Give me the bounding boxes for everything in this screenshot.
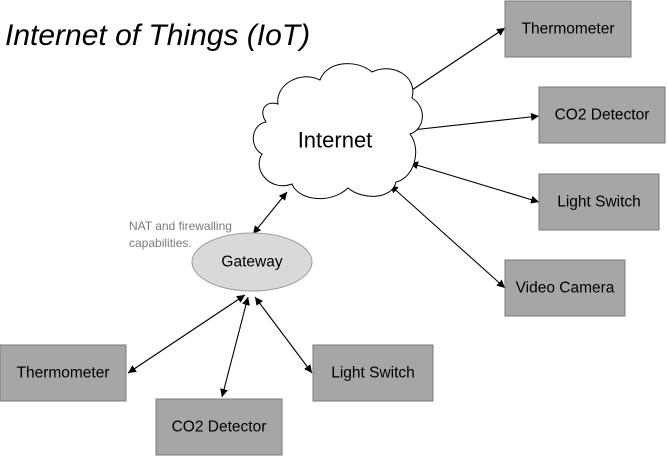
device-label: Light Switch: [557, 194, 641, 211]
cloud-icon: [252, 63, 423, 200]
device-label: CO2 Detector: [172, 419, 267, 436]
connectors: [127, 27, 540, 398]
device-label: Thermometer: [16, 365, 109, 382]
device-label: Thermometer: [521, 21, 614, 38]
device-box: [538, 173, 660, 231]
connector-gateway-co2-detector: [220, 296, 250, 398]
device-label: Video Camera: [516, 280, 615, 297]
connector-internet-gateway: [252, 191, 288, 235]
local-devices: Thermometer CO2 Detector Light Switch: [0, 344, 434, 456]
device-box: [312, 344, 434, 402]
internet-device-light-switch: Light Switch: [538, 173, 660, 231]
internet-device-video-camera: Video Camera: [504, 259, 626, 317]
device-box: [155, 398, 283, 456]
connector-internet-light-switch: [409, 161, 540, 204]
internet-devices: Thermometer CO2 Detector Light Switch Vi…: [504, 0, 666, 317]
local-device-co2-detector: CO2 Detector: [155, 398, 283, 456]
internet-device-co2-detector: CO2 Detector: [538, 86, 666, 144]
connector-internet-thermometer: [399, 27, 506, 99]
gateway-note-line-1: NAT and firewalling: [129, 219, 232, 233]
gateway: Gateway: [191, 232, 313, 292]
device-label: Light Switch: [331, 365, 415, 382]
device-box: [504, 0, 632, 58]
gateway-label: Gateway: [221, 254, 282, 271]
local-device-thermometer: Thermometer: [0, 344, 127, 402]
device-box: [0, 344, 127, 402]
local-device-light-switch: Light Switch: [312, 344, 434, 402]
device-box: [504, 259, 626, 317]
device-label: CO2 Detector: [555, 107, 650, 124]
internet-cloud: Internet: [252, 63, 423, 200]
gateway-note-line-2: capabilities.: [129, 236, 192, 250]
diagram-title: Internet of Things (IoT): [5, 19, 310, 52]
internet-label: Internet: [298, 128, 373, 153]
connector-internet-co2-detector: [402, 112, 540, 135]
connector-gateway-thermometer: [127, 294, 246, 374]
connector-gateway-light-switch: [254, 296, 313, 374]
connector-internet-video-camera: [389, 184, 506, 289]
internet-device-thermometer: Thermometer: [504, 0, 632, 58]
gateway-ellipse: [191, 232, 313, 292]
gateway-note: NAT and firewalling capabilities.: [129, 219, 235, 250]
device-box: [538, 86, 666, 144]
